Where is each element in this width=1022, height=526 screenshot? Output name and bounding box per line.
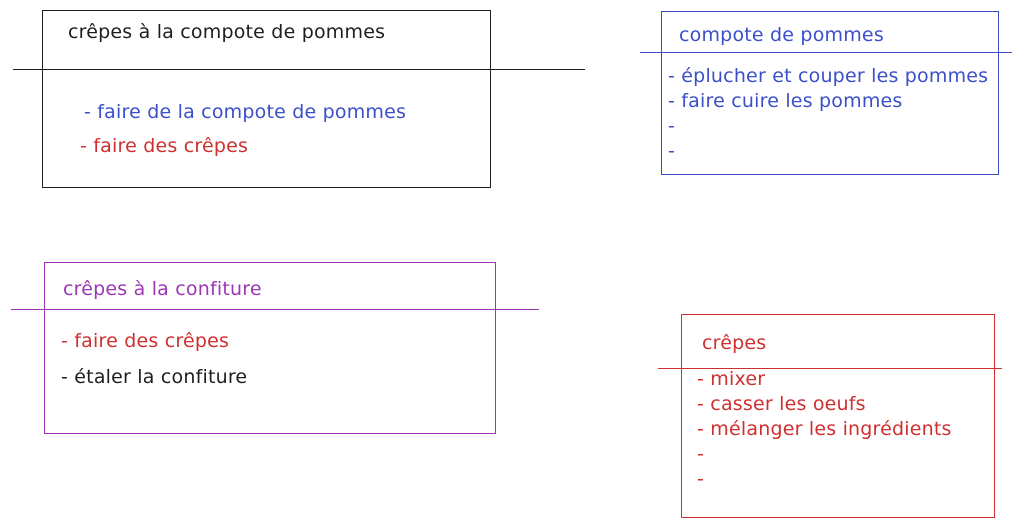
card-title: crêpes à la confiture (63, 278, 262, 300)
card-title-rule (658, 368, 1002, 369)
card-title: compote de pommes (679, 24, 884, 46)
card-title: crêpes à la compote de pommes (68, 21, 386, 43)
card-title-rule (13, 69, 585, 70)
card-frame (42, 10, 491, 188)
step-item: - faire des crêpes (80, 135, 249, 157)
step-item: - faire de la compote de pommes (84, 101, 407, 123)
card-title: crêpes (702, 332, 767, 354)
card-frame (44, 262, 496, 434)
step-item: - (668, 140, 676, 162)
card-title-rule (11, 309, 539, 310)
step-item: - casser les oeufs (697, 393, 866, 415)
step-item: - faire des crêpes (61, 330, 230, 352)
card-frame (681, 314, 995, 518)
step-item: - mixer (697, 368, 766, 390)
step-item: - (697, 443, 705, 465)
step-item: - (668, 115, 676, 137)
step-item: - mélanger les ingrédients (697, 418, 952, 440)
card-frame (661, 11, 999, 175)
step-item: - faire cuire les pommes (668, 90, 903, 112)
card-title-rule (640, 52, 1012, 53)
step-item: - éplucher et couper les pommes (668, 65, 989, 87)
step-item: - (697, 468, 705, 490)
step-item: - étaler la confiture (61, 366, 248, 388)
